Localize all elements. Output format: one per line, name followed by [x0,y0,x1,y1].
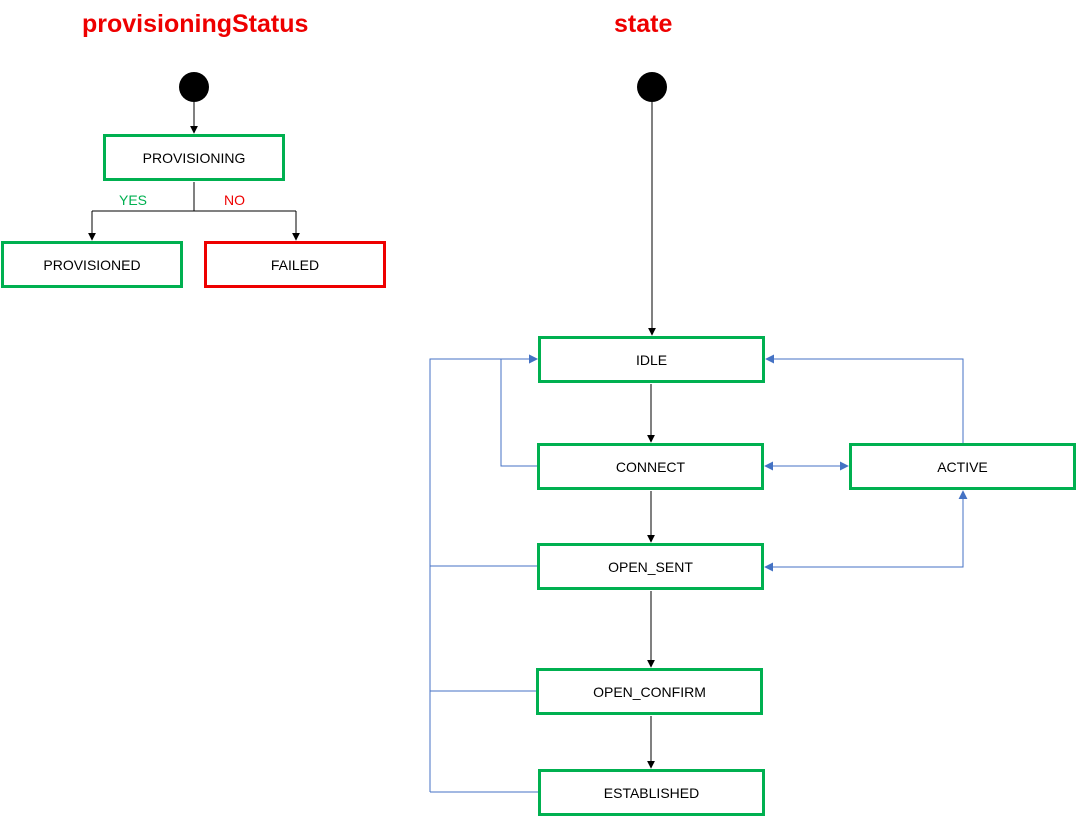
state-label: OPEN_CONFIRM [593,683,706,700]
state-label: PROVISIONED [43,256,141,273]
state-open-sent: OPEN_SENT [537,543,764,590]
state-established: ESTABLISHED [538,769,765,816]
arrow-opensent-active-bidirectional [764,490,968,572]
initial-node-state [637,72,667,102]
state-connect: CONNECT [537,443,764,490]
return-connect-to-idle [500,354,538,467]
state-label: PROVISIONING [142,149,246,166]
yes-branch-label: YES [119,192,148,208]
arrow-active-to-idle [765,354,964,443]
provisioning-status-title: provisioningStatus [82,10,309,38]
initial-node-provisioning [179,72,209,102]
state-provisioned: PROVISIONED [1,241,183,288]
state-idle: IDLE [538,336,765,383]
state-label: IDLE [635,351,668,368]
state-label: ACTIVE [937,458,988,475]
state-label: OPEN_SENT [608,558,693,575]
state-title: state [614,10,673,38]
state-label: FAILED [270,256,320,273]
state-active: ACTIVE [849,443,1076,490]
no-branch-label: NO [224,192,245,208]
return-bus-to-idle [429,354,538,792]
state-label: ESTABLISHED [603,784,700,801]
state-failed: FAILED [204,241,386,288]
state-label: CONNECT [615,458,686,475]
state-provisioning: PROVISIONING [103,134,285,181]
state-open-confirm: OPEN_CONFIRM [536,668,763,715]
